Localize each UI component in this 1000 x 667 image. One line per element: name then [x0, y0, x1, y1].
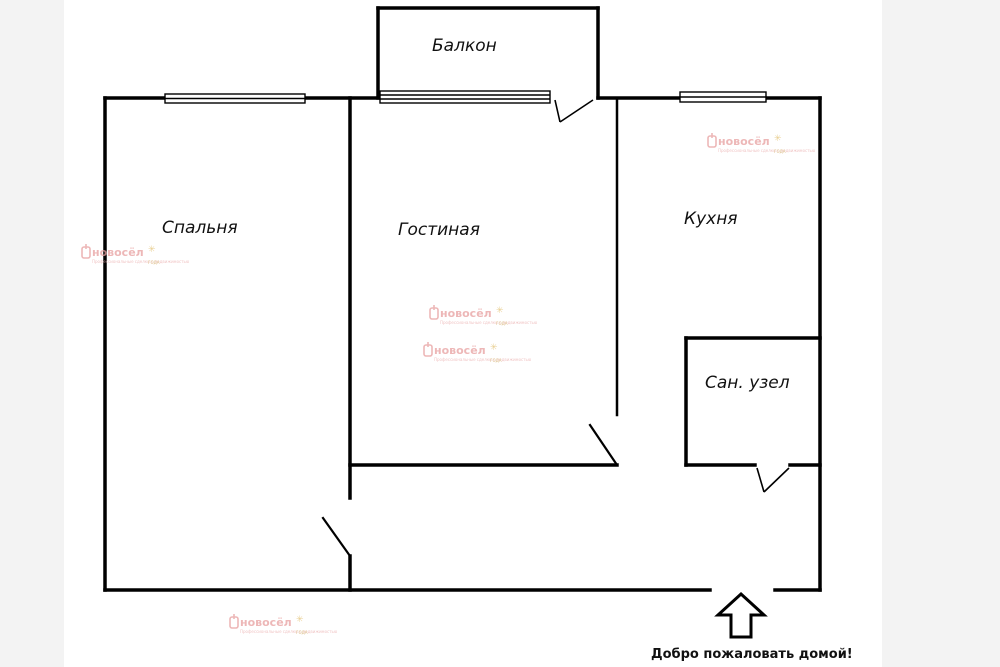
- watermark-logo: новосёл Профессиональные сделки с недвиж…: [81, 244, 190, 265]
- house-logo-icon: [423, 342, 433, 357]
- window-balcony: [379, 90, 551, 104]
- watermark-tagline: Профессиональные сделки с недвижимостью: [718, 148, 816, 153]
- watermark-brand: новосёл: [240, 616, 292, 629]
- living-room-bottom-wall: [348, 423, 619, 467]
- bathroom-door: [756, 467, 790, 493]
- watermark-badge: ГОДА: [490, 358, 502, 363]
- room-label-bathroom: Сан. узел: [705, 373, 790, 393]
- room-label-living-room: Гостиная: [398, 220, 480, 240]
- welcome-text: Добро пожаловать домой!: [651, 647, 853, 662]
- window-kitchen: [679, 91, 767, 103]
- sun-icon: ✳: [496, 306, 504, 316]
- left-margin-strip: [0, 0, 64, 667]
- room-label-bedroom: Спальня: [162, 218, 238, 238]
- watermark-logo: новосёл Профессиональные сделки с недвиж…: [423, 342, 532, 363]
- watermark-badge: ГОДА: [296, 630, 308, 635]
- watermark-brand: новосёл: [718, 135, 770, 148]
- watermark-badge: ГОДА: [496, 321, 508, 326]
- house-logo-icon: [81, 244, 91, 259]
- watermark-brand: новосёл: [434, 344, 486, 357]
- balcony-walls: [376, 6, 600, 100]
- room-label-balcony: Балкон: [432, 36, 497, 56]
- watermark-logo: новосёл Профессиональные сделки с недвиж…: [229, 614, 338, 635]
- bathroom-walls: [684, 336, 822, 467]
- watermark-logo: новосёл Профессиональные сделки с недвиж…: [429, 305, 538, 326]
- watermark-logo: новосёл Профессиональные сделки с недвиж…: [707, 133, 816, 154]
- watermark-tagline: Профессиональные сделки с недвижимостью: [440, 320, 538, 325]
- entrance-arrow-icon: [714, 591, 768, 639]
- house-logo-icon: [429, 305, 439, 320]
- house-logo-icon: [229, 614, 239, 629]
- right-margin-strip: [882, 0, 1000, 667]
- watermark-brand: новосёл: [92, 246, 144, 259]
- sun-icon: ✳: [774, 134, 782, 144]
- watermark-tagline: Профессиональные сделки с недвижимостью: [92, 259, 190, 264]
- watermark-badge: ГОДА: [148, 260, 160, 265]
- sun-icon: ✳: [490, 343, 498, 353]
- room-label-kitchen: Кухня: [684, 209, 738, 229]
- watermark-tagline: Профессиональные сделки с недвижимостью: [434, 357, 532, 362]
- window-bedroom: [164, 93, 306, 104]
- sun-icon: ✳: [296, 615, 304, 625]
- balcony-door: [554, 99, 594, 123]
- watermark-badge: ГОДА: [774, 149, 786, 154]
- house-logo-icon: [707, 133, 717, 148]
- watermark-tagline: Профессиональные сделки с недвижимостью: [240, 629, 338, 634]
- outer-walls: [103, 96, 822, 592]
- sun-icon: ✳: [148, 245, 156, 255]
- bedroom-door: [321, 516, 352, 558]
- watermark-brand: новосёл: [440, 307, 492, 320]
